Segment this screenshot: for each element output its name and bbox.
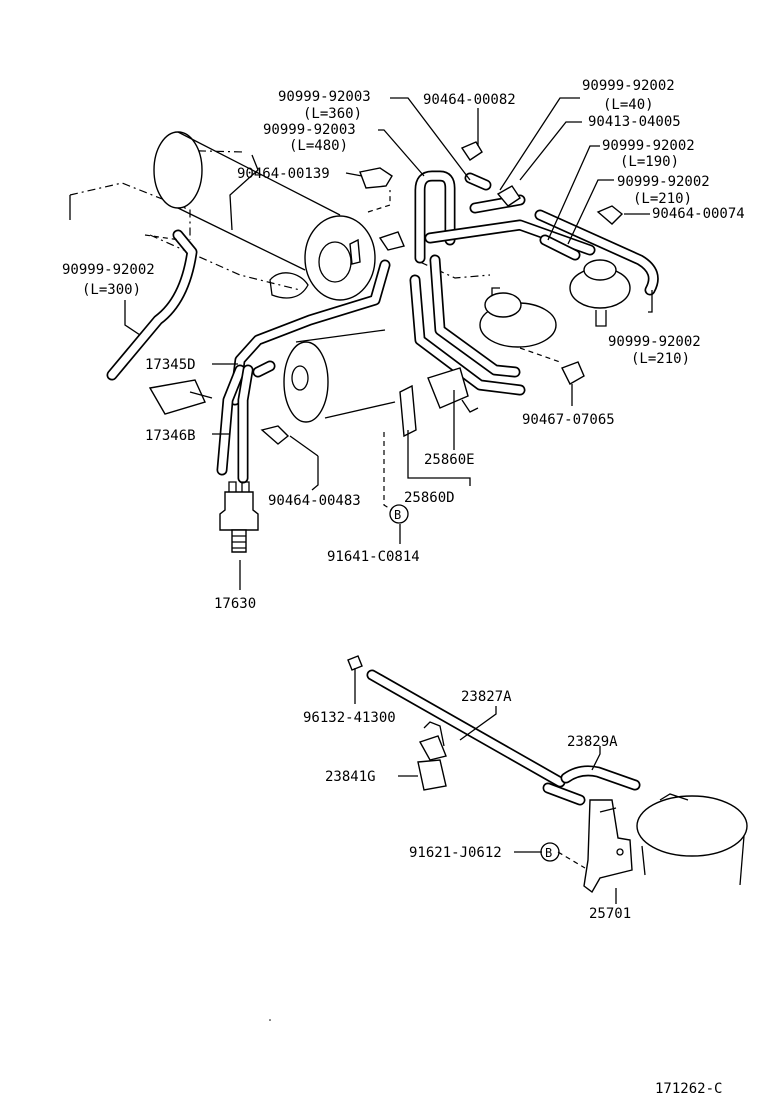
upper-clips (260, 141, 624, 445)
label-90464-00483: 90464-00483 (268, 493, 361, 509)
label-17345d: 17345D (145, 357, 196, 373)
lower-hoses (366, 669, 641, 806)
label-23827a: 23827A (461, 689, 512, 705)
upper-dashed-leaders (144, 190, 561, 511)
label-23829a: 23829A (567, 734, 618, 750)
label-91641-c0814: 91641-C0814 (327, 549, 420, 565)
upper-labels: 90999-92003 (L=360) 90464-00082 90999-92… (62, 78, 745, 612)
label-len-480: (L=480) (289, 138, 348, 154)
label-90467-07065: 90467-07065 (522, 412, 615, 428)
label-len-210-b: (L=210) (631, 351, 690, 367)
label-17630: 17630 (214, 596, 256, 612)
diagram-id: 171262-C (655, 1081, 722, 1097)
upper-leader-lines (124, 97, 653, 590)
label-len-300: (L=300) (82, 282, 141, 298)
vacuum-sensor (148, 379, 213, 415)
label-25701: 25701 (589, 906, 631, 922)
label-90999-92002-b: 90999-92002 (602, 138, 695, 154)
ref-mark-b-upper: B (389, 504, 409, 524)
label-17346b: 17346B (145, 428, 196, 444)
label-25860e: 25860E (424, 452, 475, 468)
label-23841g: 23841G (325, 769, 376, 785)
label-90464-00082: 90464-00082 (423, 92, 516, 108)
vsv-valve (399, 367, 479, 438)
label-25860d: 25860D (404, 490, 455, 506)
speck (269, 1019, 271, 1021)
ref-mark-b-lower-text: B (545, 846, 552, 860)
label-90999-92002-d: 90999-92002 (62, 262, 155, 278)
lower-labels: 23827A 96132-41300 23829A 23841G 91621-J… (303, 689, 631, 922)
label-len-190: (L=190) (620, 154, 679, 170)
charcoal-canister (283, 329, 396, 423)
label-len-40: (L=40) (603, 97, 654, 113)
air-cleaner (153, 131, 376, 301)
label-96132-41300: 96132-41300 (303, 710, 396, 726)
label-90999-92002-c: 90999-92002 (617, 174, 710, 190)
label-90999-92003-a: 90999-92003 (278, 89, 371, 105)
label-90999-92003-b: 90999-92003 (263, 122, 356, 138)
temp-switch (219, 481, 259, 553)
upper-hoses (106, 170, 659, 484)
label-len-360: (L=360) (303, 106, 362, 122)
label-90413-04005: 90413-04005 (588, 114, 681, 130)
label-90464-00074: 90464-00074 (652, 206, 745, 222)
vacuum-actuator (479, 259, 631, 348)
ref-mark-b-upper-text: B (394, 508, 401, 522)
label-90999-92002-a: 90999-92002 (582, 78, 675, 94)
lower-parts (347, 655, 748, 894)
lower-leader-lines (354, 668, 617, 904)
label-90464-00139: 90464-00139 (237, 166, 330, 182)
label-90999-92002-e: 90999-92002 (608, 334, 701, 350)
label-len-210-a: (L=210) (633, 191, 692, 207)
ref-mark-b-lower: B (540, 842, 560, 862)
label-91621-j0612: 91621-J0612 (409, 845, 502, 861)
